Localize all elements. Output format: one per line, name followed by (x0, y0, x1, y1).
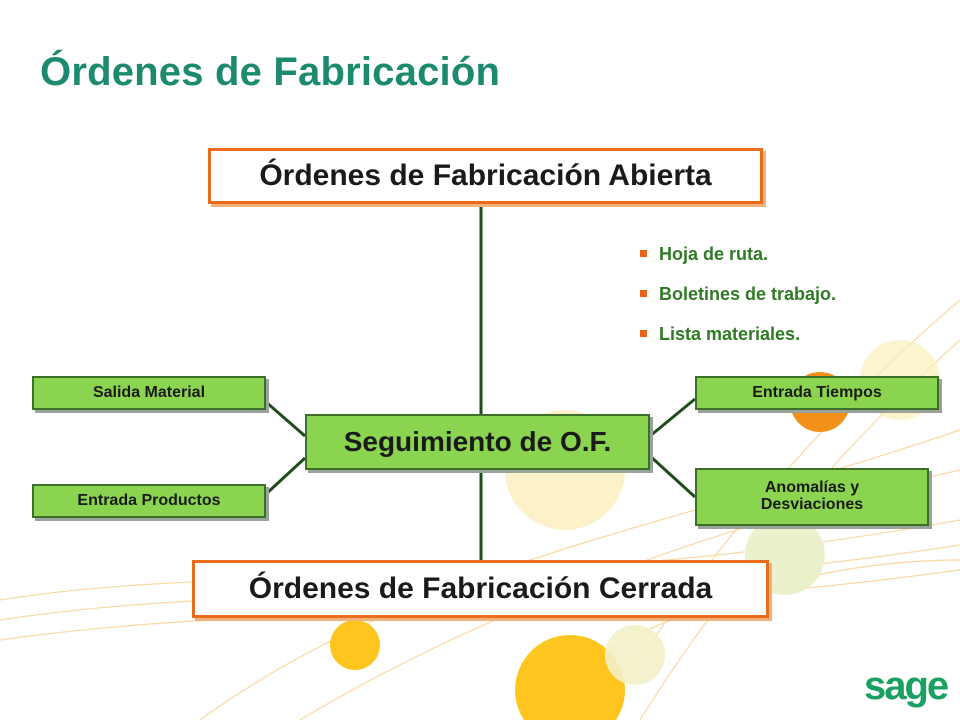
feature-bullets: Hoja de ruta. Boletines de trabajo. List… (640, 234, 836, 354)
square-bullet-icon (640, 249, 647, 257)
node-seguimiento: Seguimiento de O.F. (305, 414, 650, 470)
node-ordenes-abierta: Órdenes de Fabricación Abierta (208, 148, 763, 204)
node-entrada-tiempos: Entrada Tiempos (695, 376, 939, 410)
connector-entrada-tiempos (649, 397, 696, 438)
node-salida-material-label: Salida Material (92, 383, 206, 401)
node-entrada-productos: Entrada Productos (32, 484, 266, 518)
connector-salida (265, 400, 306, 438)
node-seguimiento-label: Seguimiento de O.F. (343, 426, 612, 458)
node-entrada-tiempos-label: Entrada Tiempos (752, 383, 882, 401)
bullet-text: Hoja de ruta. (659, 243, 769, 264)
node-ordenes-cerrada-label: Órdenes de Fabricación Cerrada (248, 572, 713, 605)
bullet-text: Boletines de trabajo. (659, 283, 837, 304)
sage-logo: sage (864, 664, 949, 708)
connector-anomalias (648, 454, 697, 499)
square-bullet-icon (640, 329, 647, 337)
bullet-item: Boletines de trabajo. (640, 274, 836, 314)
node-anomalias-label-line2: Desviaciones (760, 496, 864, 513)
node-anomalias-label-line1: Anomalías y (764, 479, 860, 497)
bullet-item: Lista materiales. (640, 314, 836, 354)
node-ordenes-abierta-label: Órdenes de Fabricación Abierta (259, 159, 712, 192)
bullet-text: Lista materiales. (659, 323, 801, 344)
page-title: Órdenes de Fabricación (40, 50, 501, 94)
bullet-item: Hoja de ruta. (640, 234, 836, 274)
square-bullet-icon (640, 289, 647, 297)
connector-entrada-productos (264, 456, 307, 496)
node-ordenes-cerrada: Órdenes de Fabricación Cerrada (192, 560, 769, 618)
node-salida-material: Salida Material (32, 376, 266, 410)
node-anomalias: Anomalías y Desviaciones (695, 468, 929, 526)
node-entrada-productos-label: Entrada Productos (77, 491, 221, 509)
